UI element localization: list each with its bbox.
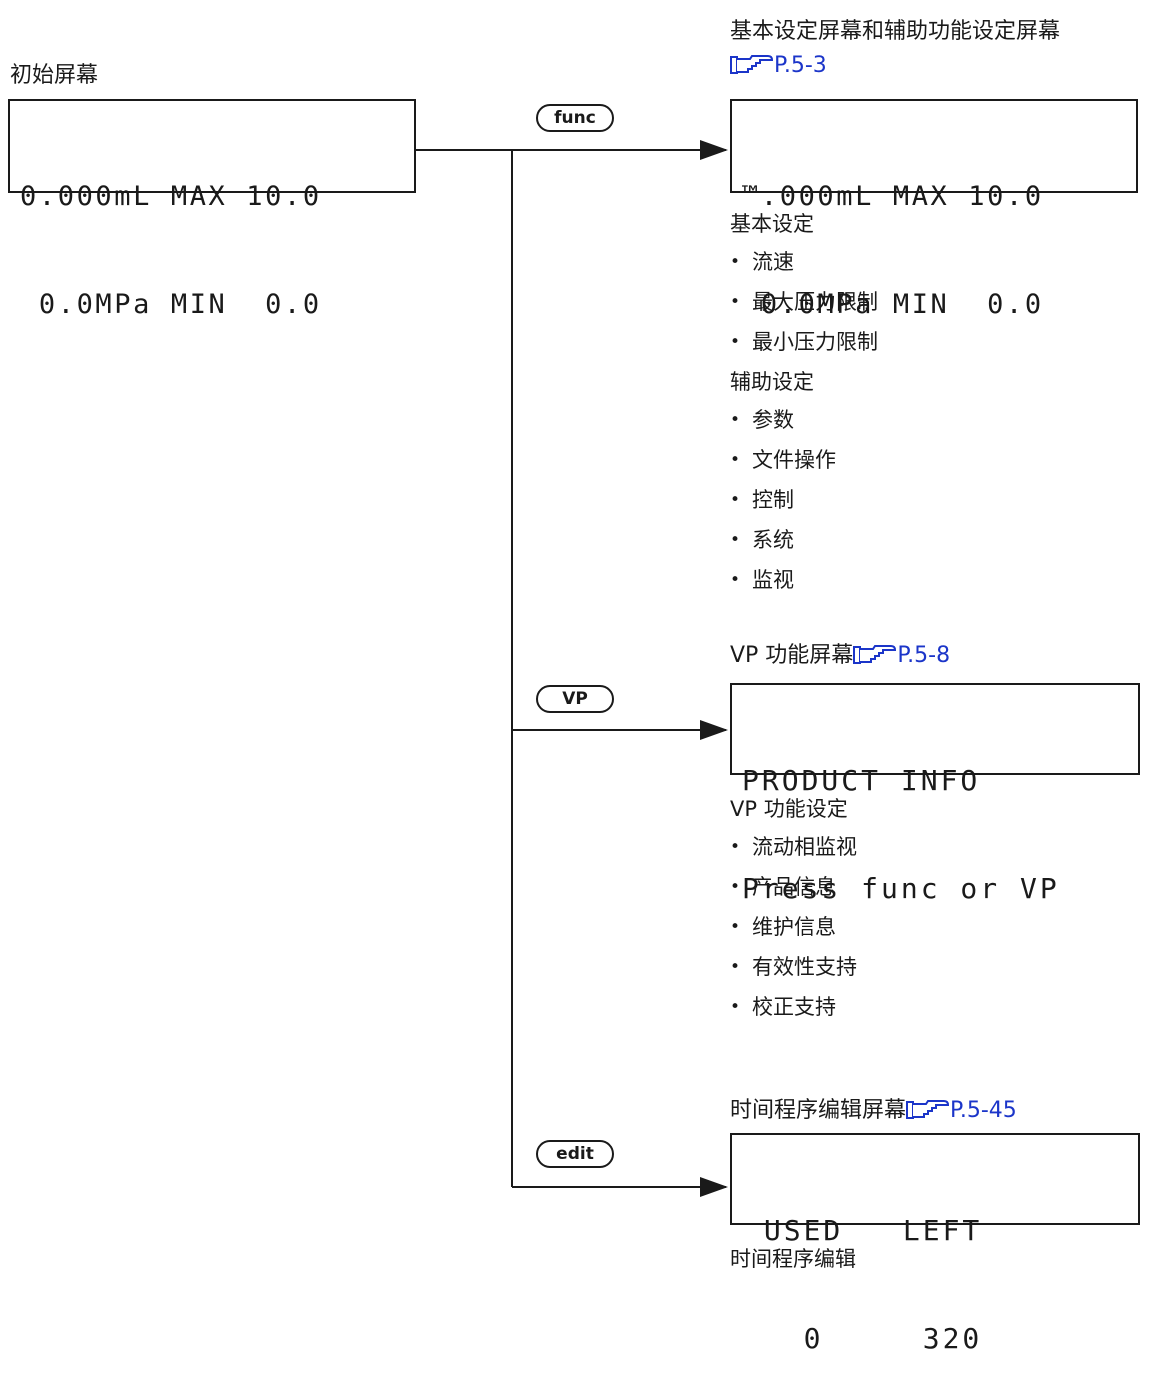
bullet-icon: • (730, 332, 741, 352)
edit-settings-heading: 时间程序编辑 (730, 1247, 856, 1271)
initial-screen-title: 初始屏幕 (10, 63, 99, 88)
basic-lcd-line-2: 0.0MPa MIN 0.0 (742, 289, 1044, 320)
edit-screen-ref-link[interactable]: P.5-45 (950, 1098, 1017, 1123)
func-key-button[interactable]: func (536, 104, 614, 132)
basic-settings-heading: 基本设定 (730, 212, 814, 236)
list-item: •参数 (730, 408, 794, 432)
bullet-icon: • (730, 490, 741, 510)
list-item: •有效性支持 (730, 955, 857, 979)
vp-settings-heading: VP 功能设定 (730, 797, 848, 821)
initial-lcd-line-2: 0.0MPa MIN 0.0 (20, 289, 322, 320)
vp-lcd-display: PRODUCT INFO Press func or VP (730, 683, 1140, 905)
pointing-hand-reference-icon (730, 53, 774, 83)
list-item: •文件操作 (730, 448, 836, 472)
basic-screen-ref: P.5-3 (774, 53, 827, 78)
basic-screen-ref-link[interactable]: P.5-3 (730, 52, 827, 83)
bullet-icon: • (730, 252, 741, 272)
bullet-icon: • (730, 410, 741, 430)
vp-screen-title: VP 功能屏幕 (730, 643, 854, 668)
list-item: •最大压力限制 (730, 290, 878, 314)
bullet-icon: • (730, 877, 741, 897)
bullet-icon: • (730, 570, 741, 590)
vp-settings-list: VP 功能设定 •流动相监视 •产品信息 •维护信息 •有效性支持 •校正支持 (730, 795, 857, 1033)
pointing-hand-reference-icon[interactable] (906, 1098, 950, 1128)
list-item: •产品信息 (730, 875, 836, 899)
basic-lcd-display: ™.000mL MAX 10.0 0.0MPa MIN 0.0 (730, 99, 1138, 320)
initial-lcd-line-1: 0.000mL MAX 10.0 (20, 181, 322, 212)
edit-key-button[interactable]: edit (536, 1140, 614, 1168)
list-item: •监视 (730, 568, 794, 592)
list-item: •流速 (730, 250, 794, 274)
basic-settings-list: 基本设定 •流速 •最大压力限制 •最小压力限制 辅助设定 •参数 •文件操作 … (730, 210, 878, 606)
edit-screen-title-row: 时间程序编辑屏幕 P.5-45 (730, 1097, 1017, 1128)
list-item: •流动相监视 (730, 835, 857, 859)
basic-screen-title: 基本设定屏幕和辅助功能设定屏幕 (730, 19, 1061, 44)
edit-lcd-display: USED LEFT 0 320 (730, 1133, 1140, 1355)
bullet-icon: • (730, 450, 741, 470)
bullet-icon: • (730, 957, 741, 977)
vp-screen-title-row: VP 功能屏幕 P.5-8 (730, 642, 950, 673)
pointing-hand-reference-icon[interactable] (853, 643, 897, 673)
list-item: •最小压力限制 (730, 330, 878, 354)
aux-settings-heading: 辅助设定 (730, 370, 814, 394)
bullet-icon: • (730, 530, 741, 550)
list-item: •维护信息 (730, 915, 836, 939)
list-item: •校正支持 (730, 995, 836, 1019)
list-item: •控制 (730, 488, 794, 512)
initial-lcd-display: 0.000mL MAX 10.0 0.0MPa MIN 0.0 (8, 99, 416, 320)
edit-screen-title: 时间程序编辑屏幕 (730, 1098, 907, 1123)
vp-key-button[interactable]: VP (536, 685, 614, 713)
vp-lcd-line-2: Press func or VP (742, 872, 1060, 905)
connector-lines (415, 140, 728, 1197)
basic-lcd-line-1: ™.000mL MAX 10.0 (742, 181, 1044, 212)
bullet-icon: • (730, 292, 741, 312)
bullet-icon: • (730, 837, 741, 857)
edit-lcd-line-2: 0 320 (744, 1322, 983, 1355)
bullet-icon: • (730, 917, 741, 937)
vp-screen-ref-link[interactable]: P.5-8 (897, 643, 951, 668)
bullet-icon: • (730, 997, 741, 1017)
edit-lcd-line-1: USED LEFT (744, 1214, 983, 1247)
list-item: •系统 (730, 528, 794, 552)
vp-lcd-line-1: PRODUCT INFO (742, 764, 981, 797)
